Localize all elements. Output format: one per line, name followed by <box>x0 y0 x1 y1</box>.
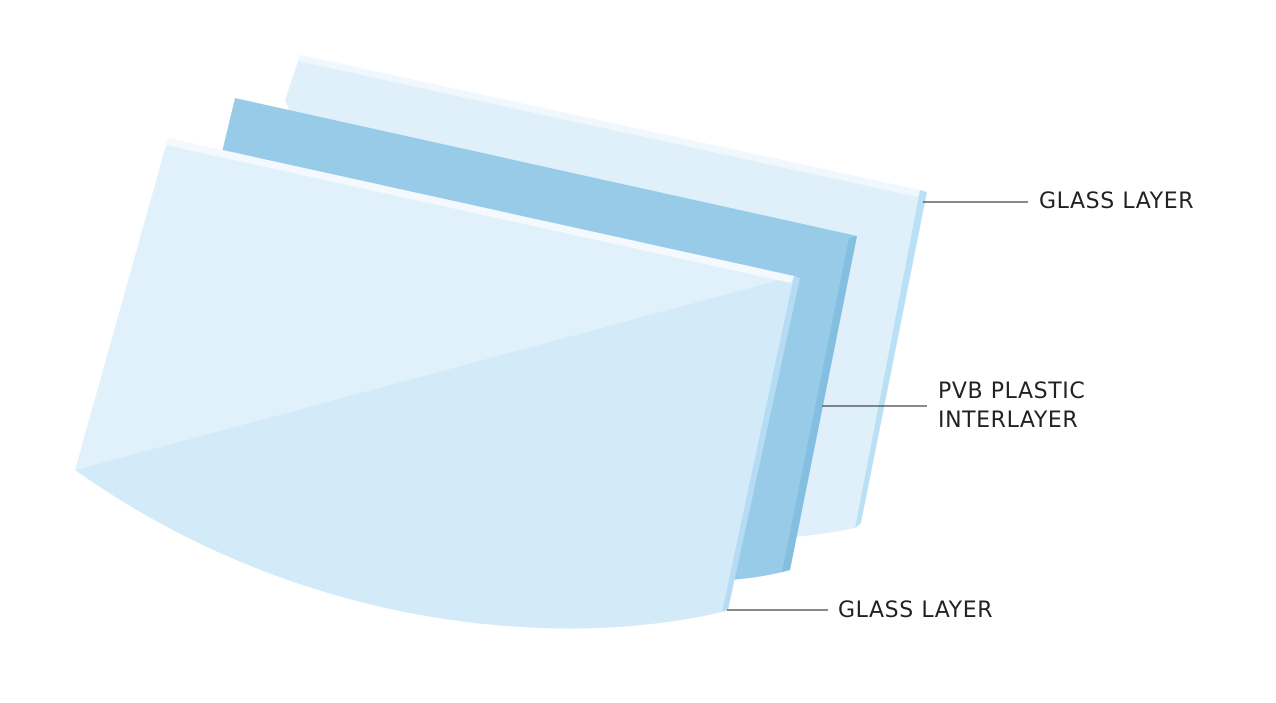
back-glass-edge <box>855 190 927 528</box>
top-glass-layer-text: GLASS LAYER <box>1039 189 1195 214</box>
front-glass-lower-face <box>75 276 794 629</box>
back-glass-highlight <box>298 55 920 197</box>
front-glass-edge <box>722 276 800 612</box>
pvb-interlayer-label: PVB PLASTIC INTERLAYER <box>938 377 1085 435</box>
top-glass-layer-label: GLASS LAYER <box>1039 187 1194 216</box>
bottom-glass-layer-label: GLASS LAYER <box>838 596 993 625</box>
front-glass-layer <box>75 138 800 629</box>
pvb-interlayer-line1: PVB PLASTIC <box>938 379 1086 404</box>
pvb-interlayer-line2: INTERLAYER <box>938 408 1079 433</box>
bottom-glass-layer-text: GLASS LAYER <box>838 598 994 623</box>
interlayer-side <box>782 236 857 572</box>
front-glass-highlight <box>166 138 794 283</box>
